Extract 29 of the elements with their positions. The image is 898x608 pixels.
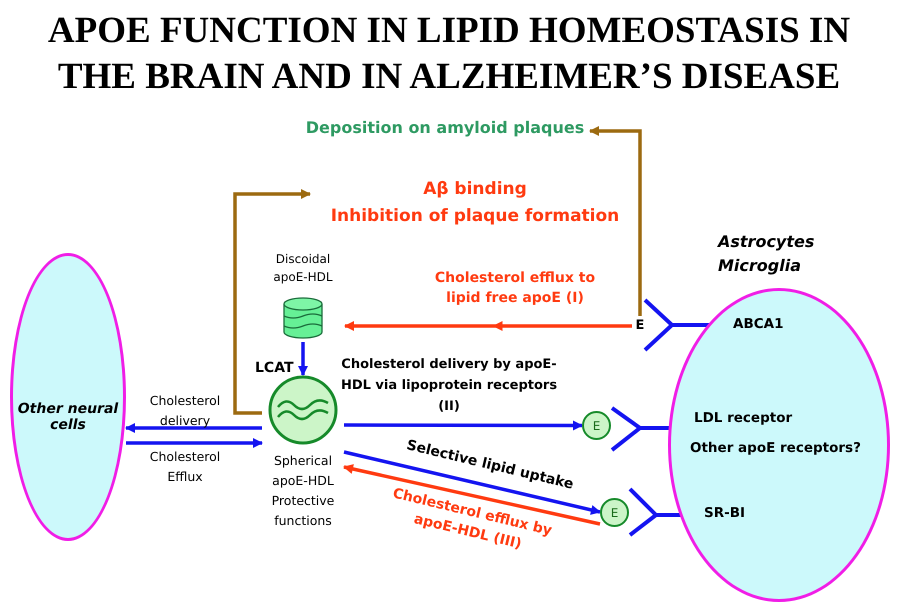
edge-label: Cholesterol delivery by apoE-HDL via lipoprotein receptors (II) — [340, 356, 558, 416]
annotation-text: Inhibition of plaque formation — [330, 205, 620, 228]
node-label: Discoidal apoE-HDL — [272, 251, 334, 286]
arrow — [589, 126, 642, 316]
apoe-circle: E — [600, 498, 629, 527]
arrow — [233, 189, 311, 415]
cell-type-label: Astrocytes Microglia — [718, 231, 816, 277]
receptor-label: SR-BI — [704, 505, 746, 521]
receptor-label: Other apoE receptors? — [690, 440, 861, 456]
node-label: Spherical apoE-HDL Protective functions — [270, 452, 336, 530]
edge-label: Cholesterol Efflux — [148, 448, 222, 486]
annotation-text: Aβ binding — [422, 178, 528, 201]
arrow — [343, 464, 600, 526]
arrow — [343, 321, 634, 331]
arrow — [344, 420, 583, 430]
edge-label: LCAT — [255, 359, 294, 378]
annotation-text: Deposition on amyloid plaques — [304, 118, 586, 138]
arrow — [125, 423, 262, 433]
node-label: Other neural cells — [16, 401, 120, 433]
receptor-label: ABCA1 — [733, 316, 784, 332]
receptor-label: LDL receptor — [694, 410, 792, 426]
node-label: E — [634, 317, 646, 335]
arrow — [298, 342, 308, 376]
title: APOE FUNCTION IN LIPID HOMEOSTASIS IN THE BRAIN AND IN ALZHEIMER’S DISEASE — [46, 9, 852, 99]
edge-label: Cholesterol efflux to lipid free apoE (I) — [434, 269, 596, 308]
apoe-circle: E — [582, 411, 611, 440]
edge-label: Cholesterol delivery — [148, 392, 222, 430]
arrow — [344, 450, 601, 515]
arrow — [126, 438, 263, 448]
